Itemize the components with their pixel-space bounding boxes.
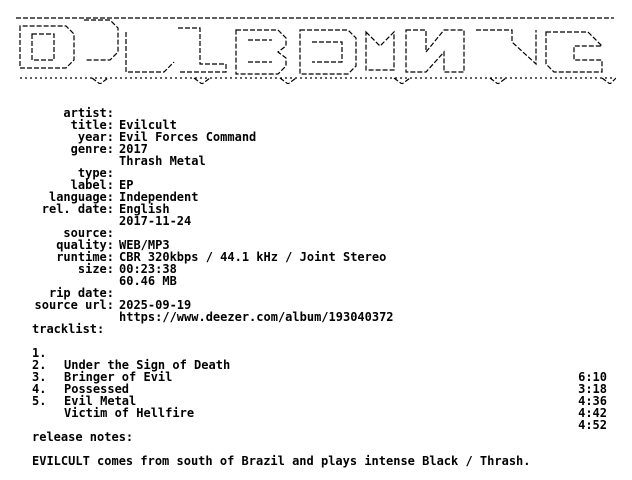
info-label: size: xyxy=(77,262,114,276)
info-value: EP xyxy=(119,178,134,192)
info-row-source-url: source url: https://www.deezer.com/album… xyxy=(0,287,632,323)
info-label: title: xyxy=(70,118,114,132)
info-row-rip-date: rip date: 2025-09-19 xyxy=(0,275,632,311)
info-value: 2025-09-19 xyxy=(119,298,192,312)
track-number: 5. xyxy=(32,394,47,408)
track-row: 1. Under the Sign of Death 6:10 xyxy=(0,335,632,383)
source-url-link[interactable]: https://www.deezer.com/album/193040372 xyxy=(119,310,394,324)
info-value: CBR 320kbps / 44.1 kHz / Joint Stereo xyxy=(119,250,387,264)
track-row: 2. Bringer of Evil 3:18 xyxy=(0,347,632,395)
info-label: quality: xyxy=(56,238,114,252)
release-notes-text: EVILCULT comes from south of Brazil and … xyxy=(32,454,531,468)
nfo-document: artist: Evilcult title: Evil Forces Comm… xyxy=(0,12,632,467)
track-row: 5. Victim of Hellfire 4:52 xyxy=(0,383,632,431)
release-notes-heading: release notes: xyxy=(32,430,134,444)
track-title: Bringer of Evil xyxy=(64,370,173,384)
track-row: 4. Evil Metal 4:42 xyxy=(0,371,632,419)
info-label: language: xyxy=(48,190,114,204)
track-row: 3. Possessed 4:36 xyxy=(0,359,632,407)
tracklist-heading: tracklist: xyxy=(32,322,105,336)
track-duration: 4:36 xyxy=(578,394,607,408)
track-title: Evil Metal xyxy=(64,394,137,408)
info-label: artist: xyxy=(63,106,114,120)
info-row-type: type: EP xyxy=(0,155,632,191)
info-label: runtime: xyxy=(56,250,114,264)
info-row-size: size: 60.46 MB xyxy=(0,251,632,287)
info-value: 2017-11-24 xyxy=(119,214,192,228)
info-value: 00:23:38 xyxy=(119,262,177,276)
info-row-language: language: English xyxy=(0,179,632,215)
info-value: Independent xyxy=(119,190,199,204)
track-number: 3. xyxy=(32,370,47,384)
info-label: source: xyxy=(63,226,114,240)
info-value: 60.46 MB xyxy=(119,274,177,288)
track-title: Under the Sign of Death xyxy=(64,358,231,372)
info-row-genre: genre: Thrash Metal xyxy=(0,131,632,167)
track-number: 2. xyxy=(32,358,47,372)
track-number: 4. xyxy=(32,382,47,396)
info-row-runtime: runtime: 00:23:38 xyxy=(0,239,632,275)
info-label: year: xyxy=(77,130,114,144)
info-value: Evil Forces Command xyxy=(119,130,257,144)
info-label: type: xyxy=(77,166,114,180)
info-row-label: label: Independent xyxy=(0,167,632,203)
info-value: Evilcult xyxy=(119,118,177,132)
info-row-year: year: 2017 xyxy=(0,119,632,155)
info-row-quality: quality: CBR 320kbps / 44.1 kHz / Joint … xyxy=(0,227,632,263)
info-row-source: source: WEB/MP3 xyxy=(0,215,632,251)
info-label: rel. date: xyxy=(41,202,114,216)
track-duration: 6:10 xyxy=(578,370,607,384)
release-notes-section: release notes: xyxy=(0,419,632,443)
track-duration: 4:42 xyxy=(578,406,607,420)
info-label: label: xyxy=(70,178,114,192)
info-label: source url: xyxy=(34,298,114,312)
release-notes-body: EVILCULT comes from south of Brazil and … xyxy=(0,443,632,467)
info-row-title: title: Evil Forces Command xyxy=(0,107,632,143)
track-number: 1. xyxy=(32,346,47,360)
track-title: Possessed xyxy=(64,382,130,396)
info-value: WEB/MP3 xyxy=(119,238,170,252)
info-label: genre: xyxy=(70,142,114,156)
info-value: English xyxy=(119,202,170,216)
tracklist-section: tracklist: xyxy=(0,311,632,335)
track-title: Victim of Hellfire xyxy=(64,406,195,420)
info-row-release-date: rel. date: 2017-11-24 xyxy=(0,191,632,227)
track-duration: 3:18 xyxy=(578,382,607,396)
info-label: rip date: xyxy=(48,286,114,300)
info-value: Thrash Metal xyxy=(119,154,206,168)
info-row-artist: artist: Evilcult xyxy=(0,95,632,131)
ascii-banner-logo xyxy=(14,12,616,84)
info-value: 2017 xyxy=(119,142,148,156)
track-duration: 4:52 xyxy=(578,418,607,432)
